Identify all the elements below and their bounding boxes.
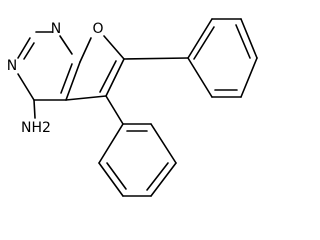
bond-c6-c5-double [99, 60, 117, 93]
phenyl2-bond-2 [150, 123, 177, 164]
phenyl2-bond-5-double [106, 162, 127, 190]
bond-n1-c7a [59, 35, 73, 55]
phenyl2-bond-3 [150, 162, 177, 197]
phenyl2-bond-5 [98, 162, 124, 197]
phenyl1-bond-1 [187, 18, 213, 59]
bond-c5-c4a [65, 95, 107, 101]
bond-c6-c5 [105, 58, 125, 97]
phenyl1-bond-3-double [235, 24, 251, 59]
phenyl1-bond-6 [187, 57, 213, 98]
atom-label-n1: N [51, 21, 61, 37]
structure-canvas: N N O NH2 [7, 18, 258, 197]
phenyl2-bond-6 [98, 123, 124, 164]
bond-c7a-o7 [79, 37, 92, 63]
bond-c4a-c7a [65, 61, 81, 101]
atom-label-nh2: NH2 [21, 120, 51, 136]
bond-c2-n3-double [23, 42, 35, 60]
atom-label-layer: N N O NH2 [7, 21, 104, 136]
bond-c6-phenyl1 [123, 57, 189, 60]
atom-label-n3: N [7, 58, 17, 74]
bond-o7-c6 [103, 35, 125, 60]
phenyl1-bond-1-double [193, 26, 215, 60]
bond-n3-c4 [17, 73, 35, 101]
chemical-structure-diagram: N N O NH2 [7, 18, 258, 197]
bond-c2-n3 [17, 37, 31, 59]
phenyl1-bond-4 [240, 57, 258, 98]
bond-layer [17, 18, 258, 197]
atom-label-o7: O [92, 21, 103, 37]
bond-c4a-c7a-double [60, 63, 73, 94]
phenyl2-bond-3-double [146, 162, 169, 191]
phenyl1-bond-3 [240, 18, 258, 59]
bond-c4-nh2 [33, 99, 36, 119]
bond-c5-phenyl2 [105, 95, 124, 125]
